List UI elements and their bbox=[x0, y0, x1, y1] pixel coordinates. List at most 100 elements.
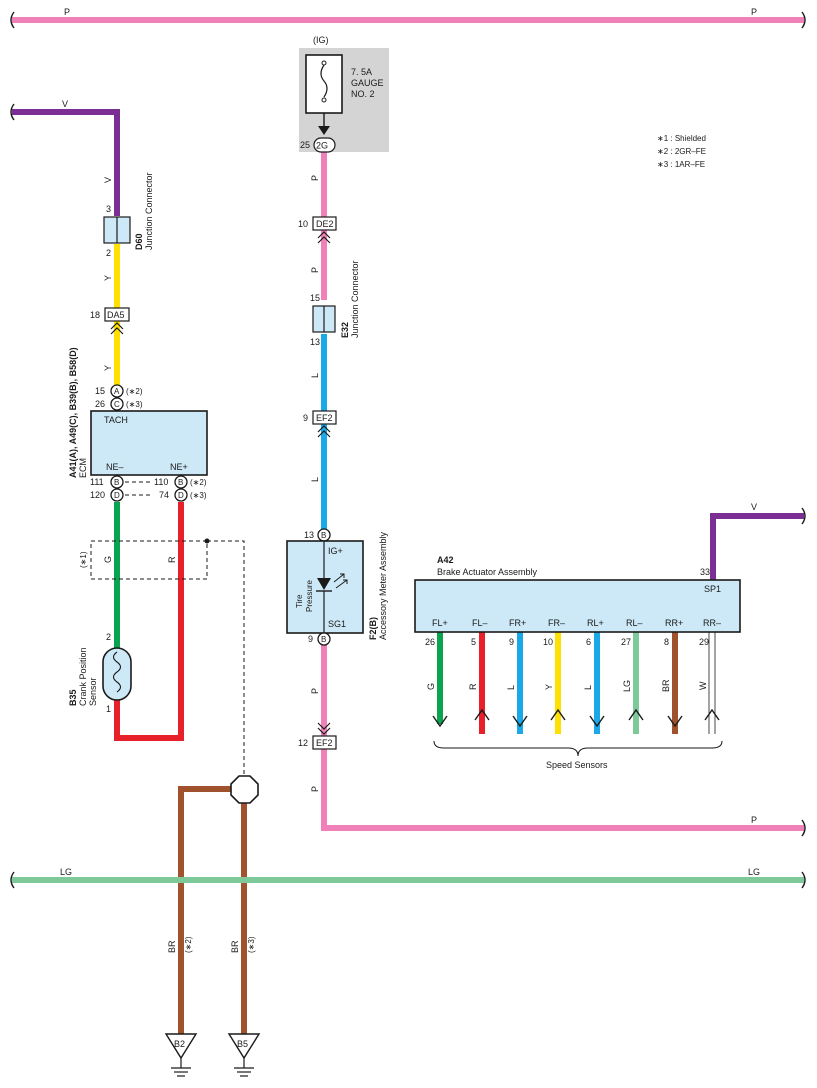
e32-name: Junction Connector bbox=[350, 260, 360, 338]
terminal-label-rr-minus: RR– bbox=[703, 618, 721, 628]
fuse-source: (IG) bbox=[313, 35, 329, 45]
ecm-ne-minus: NE– bbox=[106, 462, 124, 472]
junction-connector-d60: 3 2 D60 Junction Connector bbox=[103, 172, 154, 258]
meter-pin-top: 13 bbox=[304, 530, 314, 540]
terminal-label-rl-plus: RL+ bbox=[587, 618, 604, 628]
speed-sensors-label: Speed Sensors bbox=[546, 760, 608, 770]
crank-pin-top: 2 bbox=[106, 632, 111, 642]
p-bottom-label: P bbox=[751, 815, 757, 825]
ground-wire-2: BR bbox=[230, 940, 240, 953]
ecm-name: ECM bbox=[78, 458, 88, 478]
ground-wire-1: BR bbox=[167, 940, 177, 953]
terminal-pin-fr-plus: 9 bbox=[509, 637, 514, 647]
connector-ef2-bottom: 12 EF2 bbox=[298, 722, 337, 750]
terminal-label-rl-minus: RL– bbox=[626, 618, 643, 628]
ecm-codes: A41(A), A49(C), B39(B), B58(D) bbox=[68, 347, 78, 478]
crank-name-1: Crank Position bbox=[78, 647, 88, 706]
e32-pin-bottom: 13 bbox=[310, 337, 320, 347]
de2-name: DE2 bbox=[316, 219, 334, 229]
meter-pin-bottom: 9 bbox=[308, 634, 313, 644]
lg-left-label: LG bbox=[60, 867, 72, 877]
note-2: ∗2 : 2GR–FE bbox=[657, 147, 706, 156]
ecm-ne-minus-conn-1: B bbox=[114, 478, 119, 487]
ecm-ne-plus-conn-1: B bbox=[178, 478, 183, 487]
br-wire-b2 bbox=[178, 786, 244, 1034]
shield-wire-g: G bbox=[103, 556, 113, 563]
meter-ig-plus: IG+ bbox=[328, 546, 343, 556]
terminal-wire-rl-plus: L bbox=[583, 685, 593, 690]
fuse-pin: 25 bbox=[300, 140, 310, 150]
ef2-name: EF2 bbox=[316, 413, 333, 423]
p-top-left-label: P bbox=[64, 7, 70, 17]
terminal-pin-fr-minus: 10 bbox=[543, 637, 553, 647]
e32-pin-top: 15 bbox=[310, 293, 320, 303]
terminal-pin-fl-plus: 26 bbox=[425, 637, 435, 647]
wire-label-p-1: P bbox=[310, 175, 320, 181]
fuse-rating: 7. 5A bbox=[351, 67, 372, 77]
terminal-wire-fl-plus: G bbox=[426, 683, 436, 690]
terminal-wire-rr-minus: W bbox=[698, 681, 708, 690]
terminal-label-rr-plus: RR+ bbox=[665, 618, 683, 628]
meter-code: F2(B) bbox=[368, 617, 378, 640]
meter-tire-1: Tire bbox=[295, 594, 304, 608]
terminal-wire-fl-minus: R bbox=[468, 683, 478, 690]
ground-point-b5: B5 bbox=[237, 1039, 248, 1049]
ecm-tach-conn-2: C bbox=[114, 400, 120, 409]
terminal-pin-rr-plus: 8 bbox=[664, 637, 669, 647]
fuse-connector: 2G bbox=[316, 141, 328, 151]
actuator-name: Brake Actuator Assembly bbox=[437, 567, 538, 577]
lg-right-label: LG bbox=[748, 867, 760, 877]
v-wire-right bbox=[710, 513, 804, 580]
meter-sg1: SG1 bbox=[328, 619, 346, 629]
crank-position-sensor: 2 1 B35 Crank Position Sensor bbox=[68, 632, 132, 714]
r-wire bbox=[114, 502, 184, 741]
wire-label-l-1: L bbox=[310, 373, 320, 378]
wire-label-p-4: P bbox=[310, 786, 320, 792]
v-wire-left bbox=[12, 109, 120, 216]
connector-ef2-top: 9 EF2 bbox=[303, 410, 337, 438]
ground-b2: B2 bbox=[164, 1033, 198, 1077]
meter-conn-bottom: B bbox=[321, 635, 326, 644]
wire-label-v: V bbox=[103, 177, 113, 183]
ecm-tach-conn-1: A bbox=[114, 387, 120, 396]
ecm-ne-minus-pin-2: 120 bbox=[90, 490, 105, 500]
ecm-ne-plus-pin-2: 74 bbox=[159, 490, 169, 500]
ecm-ne-plus-note-1: (∗2) bbox=[190, 478, 207, 487]
wire-label-p-2: P bbox=[310, 267, 320, 273]
ground-point-b2: B2 bbox=[174, 1039, 185, 1049]
p-wire-bottom bbox=[321, 640, 804, 831]
ef2-pin: 9 bbox=[303, 413, 308, 423]
wire-label-y-2: Y bbox=[103, 365, 113, 371]
d60-pin-top: 3 bbox=[106, 204, 111, 214]
ecm-tach-pin-1: 15 bbox=[95, 386, 105, 396]
crank-pin-bottom: 1 bbox=[106, 704, 111, 714]
shield-wire-r: R bbox=[167, 556, 177, 563]
actuator-sp1: SP1 bbox=[704, 584, 721, 594]
ecm-ne-plus-conn-2: D bbox=[178, 491, 184, 500]
ground-note-2: (∗3) bbox=[247, 936, 256, 953]
v-right-label: V bbox=[751, 502, 757, 512]
terminal-pin-fl-minus: 5 bbox=[471, 637, 476, 647]
da5-pin: 18 bbox=[90, 310, 100, 320]
ecm-tach: TACH bbox=[104, 415, 128, 425]
shield: (∗1) G R bbox=[79, 538, 245, 775]
ecm-ne-plus: NE+ bbox=[170, 462, 188, 472]
fuse-name-2: NO. 2 bbox=[351, 89, 375, 99]
meter-tire-2: Pressure bbox=[305, 579, 314, 612]
fuse-name-1: GAUGE bbox=[351, 78, 384, 88]
terminal-label-fr-minus: FR– bbox=[548, 618, 565, 628]
terminal-pin-rr-minus: 29 bbox=[699, 637, 709, 647]
ecm: 15 A (∗2) 26 C (∗3) TACH NE– NE+ 111 B 1… bbox=[68, 347, 208, 502]
terminal-wire-rr-plus: BR bbox=[661, 679, 671, 692]
terminal-pin-rl-minus: 27 bbox=[621, 637, 631, 647]
e32-code: E32 bbox=[340, 322, 350, 338]
shield-note: (∗1) bbox=[79, 551, 88, 568]
wire-end-caps bbox=[10, 11, 806, 889]
accessory-meter-assembly: 13 B IG+ SG1 Tire Pressure B 9 F2(B) Acc… bbox=[286, 528, 388, 646]
speed-sensor-wires bbox=[432, 632, 720, 734]
speed-sensors-brace bbox=[433, 740, 723, 757]
crank-name-2: Sensor bbox=[88, 677, 98, 706]
d60-code: D60 bbox=[134, 233, 144, 250]
ecm-ne-plus-pin-1: 110 bbox=[154, 477, 168, 487]
